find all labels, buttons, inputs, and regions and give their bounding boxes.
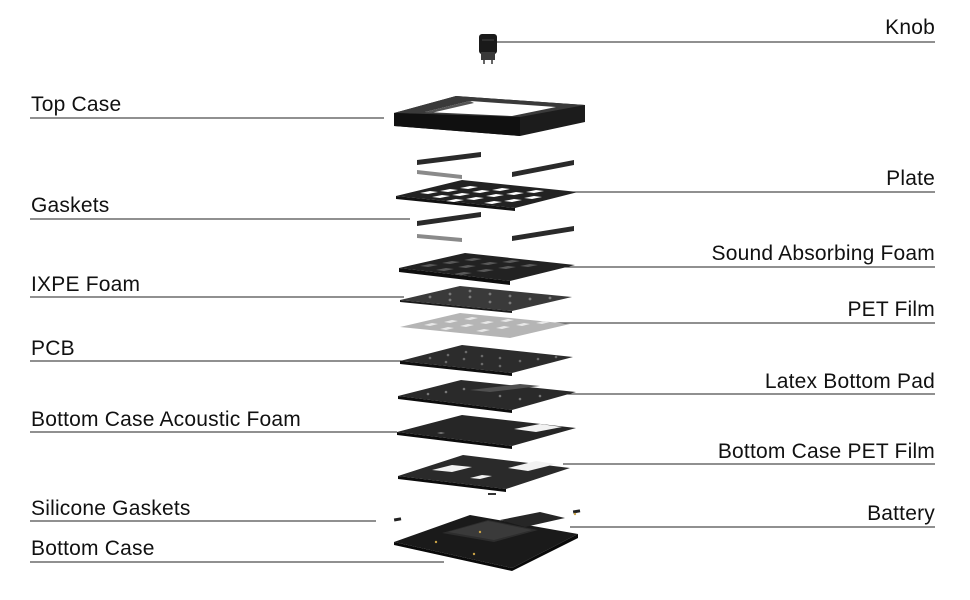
top-case-part xyxy=(394,96,585,136)
label-knob: Knob xyxy=(885,16,935,39)
label-gaskets: Gaskets xyxy=(31,194,110,217)
silicone-gaskets-part xyxy=(393,509,581,522)
bottom-case-pet-film-part xyxy=(398,455,570,495)
label-bottom-case-acoustic-foam: Bottom Case Acoustic Foam xyxy=(31,408,301,431)
label-battery: Battery xyxy=(867,502,935,525)
label-bottom-case-pet-film: Bottom Case PET Film xyxy=(717,440,935,463)
ixpe-foam-part xyxy=(400,286,572,313)
label-plate: Plate xyxy=(886,167,935,190)
label-top-case: Top Case xyxy=(31,93,122,116)
gaskets-upper-part xyxy=(417,152,574,179)
label-silicone-gaskets: Silicone Gaskets xyxy=(31,497,191,520)
label-sound-absorbing-foam: Sound Absorbing Foam xyxy=(711,242,935,265)
label-pet-film: PET Film xyxy=(847,298,935,321)
battery-part xyxy=(500,512,565,527)
label-bottom-case: Bottom Case xyxy=(31,537,155,560)
plate-part xyxy=(396,180,578,211)
label-ixpe-foam: IXPE Foam xyxy=(31,273,141,296)
bottom-case-acoustic-foam-part xyxy=(397,415,576,449)
gaskets-lower-part xyxy=(417,212,574,242)
label-latex-bottom-pad: Latex Bottom Pad xyxy=(764,370,935,393)
latex-bottom-pad-part xyxy=(398,380,576,413)
bottom-case-part xyxy=(394,512,578,571)
pcb-part xyxy=(400,345,573,376)
label-pcb: PCB xyxy=(31,337,75,360)
knob-part xyxy=(479,34,497,64)
pet-film-part xyxy=(400,313,570,338)
sound-absorbing-foam-part xyxy=(399,253,575,285)
